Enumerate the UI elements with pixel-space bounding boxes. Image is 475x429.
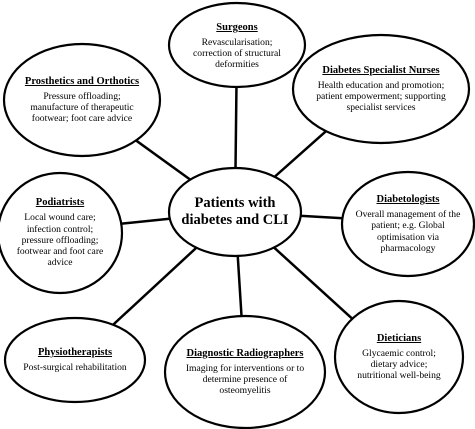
dieticians-title: Dieticians — [376, 332, 422, 344]
physiotherapists-description: Post-surgical rehabilitation — [23, 361, 127, 373]
node-shape-prosthetics-and-orthotics — [2, 42, 162, 158]
diagnostic-radiographers-title: Diagnostic Radiographers — [186, 347, 304, 359]
node-shape-center — [167, 166, 303, 258]
node-surgeons: Surgeons Revascularisation; correction o… — [181, 13, 293, 79]
diabetologists-description: Overall management of the patient; e.g. … — [355, 209, 461, 254]
diabetes-specialist-nurses-description: Health education and promotion; patient … — [316, 79, 446, 114]
surgeons-description: Revascularisation; correction of structu… — [193, 36, 281, 71]
prosthetics-and-orthotics-title: Prosthetics and Orthotics — [24, 75, 140, 87]
node-shape-diabetes-specialist-nurses — [291, 33, 471, 145]
node-shape-physiotherapists — [3, 316, 147, 404]
node-dieticians: Dieticians Glycaemic control; dietary ad… — [352, 318, 446, 396]
center-title: Patients with diabetes and CLI — [181, 195, 289, 228]
node-shape-podiatrists — [0, 171, 124, 295]
node-shape-surgeons — [167, 1, 307, 89]
physiotherapists-title: Physiotherapists — [37, 346, 113, 358]
dieticians-description: Glycaemic control; dietary advice; nutri… — [357, 347, 441, 382]
prosthetics-and-orthotics-description: Pressure offloading; manufacture of ther… — [30, 90, 134, 125]
node-shape-diagnostic-radiographers — [163, 314, 327, 429]
node-podiatrists: Podiatrists Local wound care; infection … — [10, 184, 110, 282]
node-diabetes-specialist-nurses: Diabetes Specialist Nurses Health educat… — [313, 46, 449, 132]
node-physiotherapists: Physiotherapists Post-surgical rehabilit… — [17, 330, 133, 390]
podiatrists-title: Podiatrists — [35, 197, 85, 209]
node-shape-diabetologists — [340, 170, 475, 278]
node-diagnostic-radiographers: Diagnostic Radiographers Imaging for int… — [181, 330, 309, 414]
diagnostic-radiographers-description: Imaging for interventions or to determin… — [185, 362, 305, 397]
podiatrists-description: Local wound care; infection control; pre… — [16, 212, 104, 269]
node-shape-dieticians — [333, 299, 465, 415]
node-prosthetics-and-orthotics: Prosthetics and Orthotics Pressure offlo… — [20, 58, 144, 142]
diabetologists-title: Diabetologists — [376, 194, 440, 206]
diabetes-specialist-nurses-title: Diabetes Specialist Nurses — [322, 64, 440, 76]
node-diabetologists: Diabetologists Overall management of the… — [354, 185, 462, 263]
node-center: Patients with diabetes and CLI — [181, 172, 289, 252]
surgeons-title: Surgeons — [216, 21, 258, 33]
